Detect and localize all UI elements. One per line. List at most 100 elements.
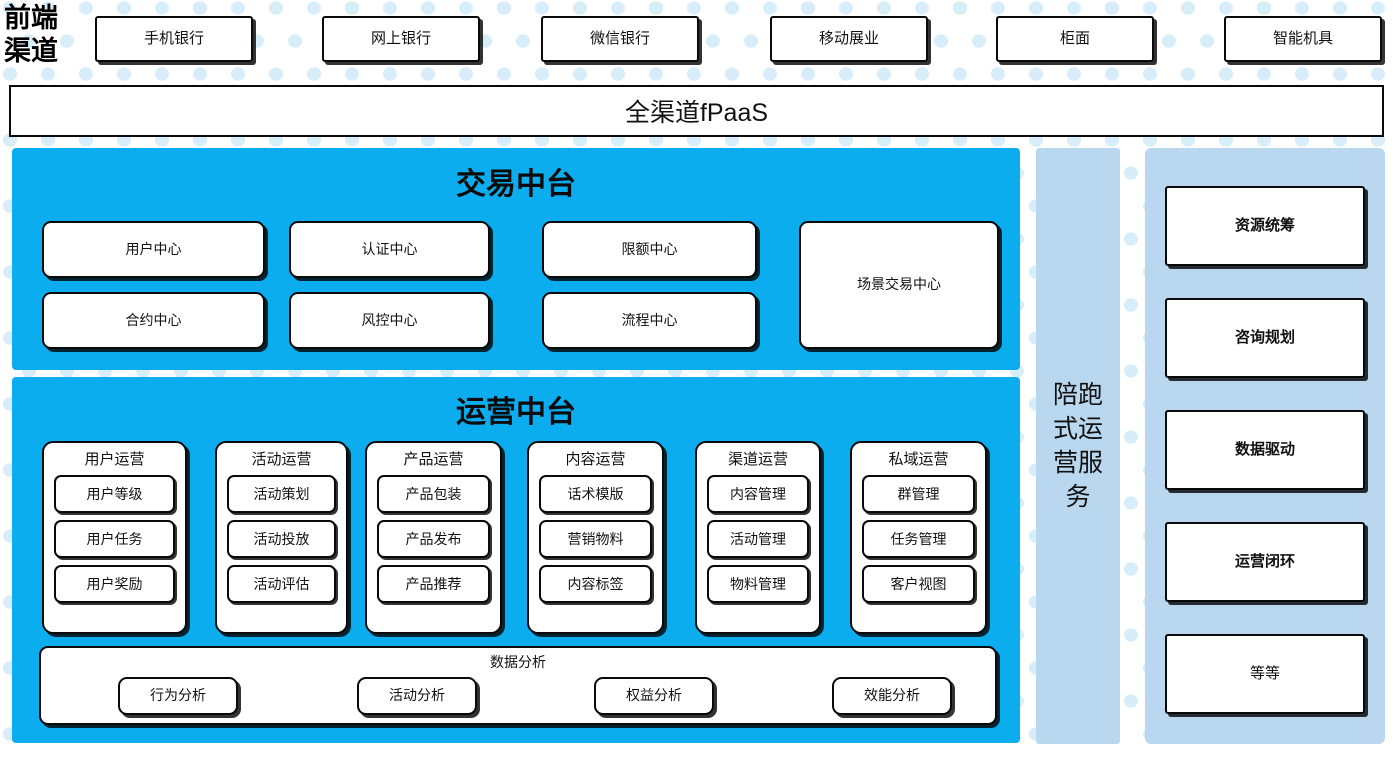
ops-item-label: 活动策划 [253, 486, 310, 502]
trade-center-box-3[interactable]: 限额中心 [542, 221, 757, 278]
ops-item-label: 产品包装 [405, 486, 462, 502]
sidebar-card-1[interactable]: 资源统筹 [1165, 186, 1365, 266]
channel-box-2[interactable]: 网上银行 [322, 16, 480, 62]
front-end-channel-label-line-2: 渠道 [4, 36, 58, 66]
data-analysis-group: 数据分析 行为分析 活动分析 权益分析 效能分析 [39, 646, 997, 725]
ops-item-label: 用户等级 [86, 486, 143, 502]
channel-box-6[interactable]: 智能机具 [1224, 16, 1382, 62]
front-end-channel-label-line-1: 前端 [4, 3, 58, 33]
ops-item-label: 物料管理 [730, 576, 786, 592]
scene-transaction-center-box[interactable]: 场景交易中心 [799, 221, 999, 349]
ops-column-title: 活动运营 [251, 451, 312, 468]
ops-item-5-2[interactable]: 活动管理 [707, 520, 809, 558]
trade-center-label: 风控中心 [361, 311, 418, 328]
ops-column-3: 产品运营产品包装产品发布产品推荐 [365, 441, 502, 634]
channel-box-label: 柜面 [1059, 29, 1090, 47]
ops-item-5-3[interactable]: 物料管理 [707, 565, 809, 603]
trade-center-label: 用户中心 [125, 240, 182, 257]
sidebar-card-3[interactable]: 数据驱动 [1165, 410, 1365, 490]
trade-center-box-2[interactable]: 认证中心 [289, 221, 490, 278]
ops-item-5-1[interactable]: 内容管理 [707, 475, 809, 513]
sidebar-card-4[interactable]: 运营闭环 [1165, 522, 1365, 602]
ops-item-label: 活动评估 [253, 576, 310, 592]
trade-center-box-5[interactable]: 风控中心 [289, 292, 490, 349]
ops-item-3-1[interactable]: 产品包装 [377, 475, 490, 513]
analysis-item-label: 行为分析 [150, 687, 206, 704]
ops-item-6-2[interactable]: 任务管理 [862, 520, 975, 558]
ops-item-1-2[interactable]: 用户任务 [54, 520, 175, 558]
channel-box-3[interactable]: 微信银行 [541, 16, 699, 62]
ops-item-3-3[interactable]: 产品推荐 [377, 565, 490, 603]
trade-center-box-4[interactable]: 合约中心 [42, 292, 265, 349]
analysis-item-label: 权益分析 [626, 687, 682, 704]
right-service-sidebar: 资源统筹咨询规划数据驱动运营闭环等等 [1145, 148, 1385, 744]
ops-item-3-2[interactable]: 产品发布 [377, 520, 490, 558]
ops-item-4-1[interactable]: 话术模版 [539, 475, 652, 513]
ops-column-title: 内容运营 [565, 451, 626, 468]
trade-center-label: 限额中心 [621, 240, 678, 257]
ops-item-2-2[interactable]: 活动投放 [227, 520, 336, 558]
analysis-item-2[interactable]: 活动分析 [357, 677, 477, 715]
front-end-channel-row: 前端渠道 手机银行 网上银行 微信银行 移动展业 柜面 智能机具 [0, 0, 1393, 78]
sidebar-card-2[interactable]: 咨询规划 [1165, 298, 1365, 378]
ops-item-label: 话术模版 [567, 486, 624, 502]
accompanying-operation-service-column: 陪跑式运营服务 [1036, 148, 1120, 744]
front-end-channel-label: 前端渠道 [4, 2, 86, 68]
ops-item-4-2[interactable]: 营销物料 [539, 520, 652, 558]
trade-center-label: 认证中心 [361, 240, 418, 257]
sidebar-card-label: 运营闭环 [1234, 552, 1295, 570]
ops-item-label: 任务管理 [890, 531, 947, 547]
ops-item-2-1[interactable]: 活动策划 [227, 475, 336, 513]
analysis-item-label: 效能分析 [864, 687, 920, 704]
ops-item-6-3[interactable]: 客户视图 [862, 565, 975, 603]
channel-box-label: 智能机具 [1272, 29, 1333, 47]
ops-column-title: 产品运营 [403, 451, 464, 468]
data-analysis-title: 数据分析 [490, 654, 546, 670]
channel-box-5[interactable]: 柜面 [996, 16, 1154, 62]
ops-column-2: 活动运营活动策划活动投放活动评估 [215, 441, 348, 634]
analysis-item-4[interactable]: 效能分析 [832, 677, 952, 715]
accompanying-operation-service-label: 陪跑式运营服务 [1052, 381, 1103, 511]
omnichannel-fpaas-title: 全渠道fPaaS [624, 99, 769, 127]
ops-item-label: 群管理 [897, 486, 940, 502]
ops-item-label: 内容管理 [730, 486, 786, 502]
ops-item-1-3[interactable]: 用户奖励 [54, 565, 175, 603]
ops-item-label: 用户奖励 [86, 576, 143, 592]
channel-box-label: 微信银行 [589, 29, 650, 47]
operations-middle-platform-panel: 运营中台 数据分析 行为分析活动分析权益分析效能分析 用户运营用户等级用户任务用… [12, 377, 1020, 743]
trade-center-label: 合约中心 [125, 311, 182, 328]
channel-box-label: 移动展业 [818, 29, 879, 47]
trade-middle-platform-panel: 交易中台 用户中心认证中心限额中心合约中心风控中心流程中心场景交易中心 [12, 148, 1020, 370]
ops-column-title: 渠道运营 [727, 451, 788, 468]
ops-item-1-1[interactable]: 用户等级 [54, 475, 175, 513]
operations-middle-platform-title: 运营中台 [456, 396, 576, 429]
ops-item-label: 活动投放 [253, 531, 310, 547]
ops-item-6-1[interactable]: 群管理 [862, 475, 975, 513]
channel-box-1[interactable]: 手机银行 [95, 16, 253, 62]
ops-column-1: 用户运营用户等级用户任务用户奖励 [42, 441, 187, 634]
ops-column-title: 用户运营 [84, 451, 145, 468]
ops-item-2-3[interactable]: 活动评估 [227, 565, 336, 603]
ops-item-label: 用户任务 [86, 531, 143, 547]
ops-item-label: 活动管理 [730, 531, 786, 547]
ops-item-4-3[interactable]: 内容标签 [539, 565, 652, 603]
analysis-item-label: 活动分析 [389, 687, 445, 704]
trade-center-box-1[interactable]: 用户中心 [42, 221, 265, 278]
ops-item-label: 产品发布 [405, 531, 462, 547]
trade-center-label: 场景交易中心 [857, 276, 941, 293]
channel-box-4[interactable]: 移动展业 [770, 16, 928, 62]
ops-column-5: 渠道运营内容管理活动管理物料管理 [695, 441, 821, 634]
channel-box-label: 网上银行 [370, 29, 431, 47]
ops-column-6: 私域运营群管理任务管理客户视图 [850, 441, 987, 634]
analysis-item-1[interactable]: 行为分析 [118, 677, 238, 715]
ops-column-title: 私域运营 [888, 451, 949, 468]
ops-item-label: 产品推荐 [405, 576, 462, 592]
analysis-item-3[interactable]: 权益分析 [594, 677, 714, 715]
sidebar-card-label: 资源统筹 [1234, 216, 1295, 234]
ops-item-label: 客户视图 [890, 576, 947, 592]
omnichannel-fpaas-bar: 全渠道fPaaS [9, 85, 1384, 137]
sidebar-card-5[interactable]: 等等 [1165, 634, 1365, 714]
ops-item-label: 内容标签 [567, 576, 624, 592]
trade-center-box-6[interactable]: 流程中心 [542, 292, 757, 349]
